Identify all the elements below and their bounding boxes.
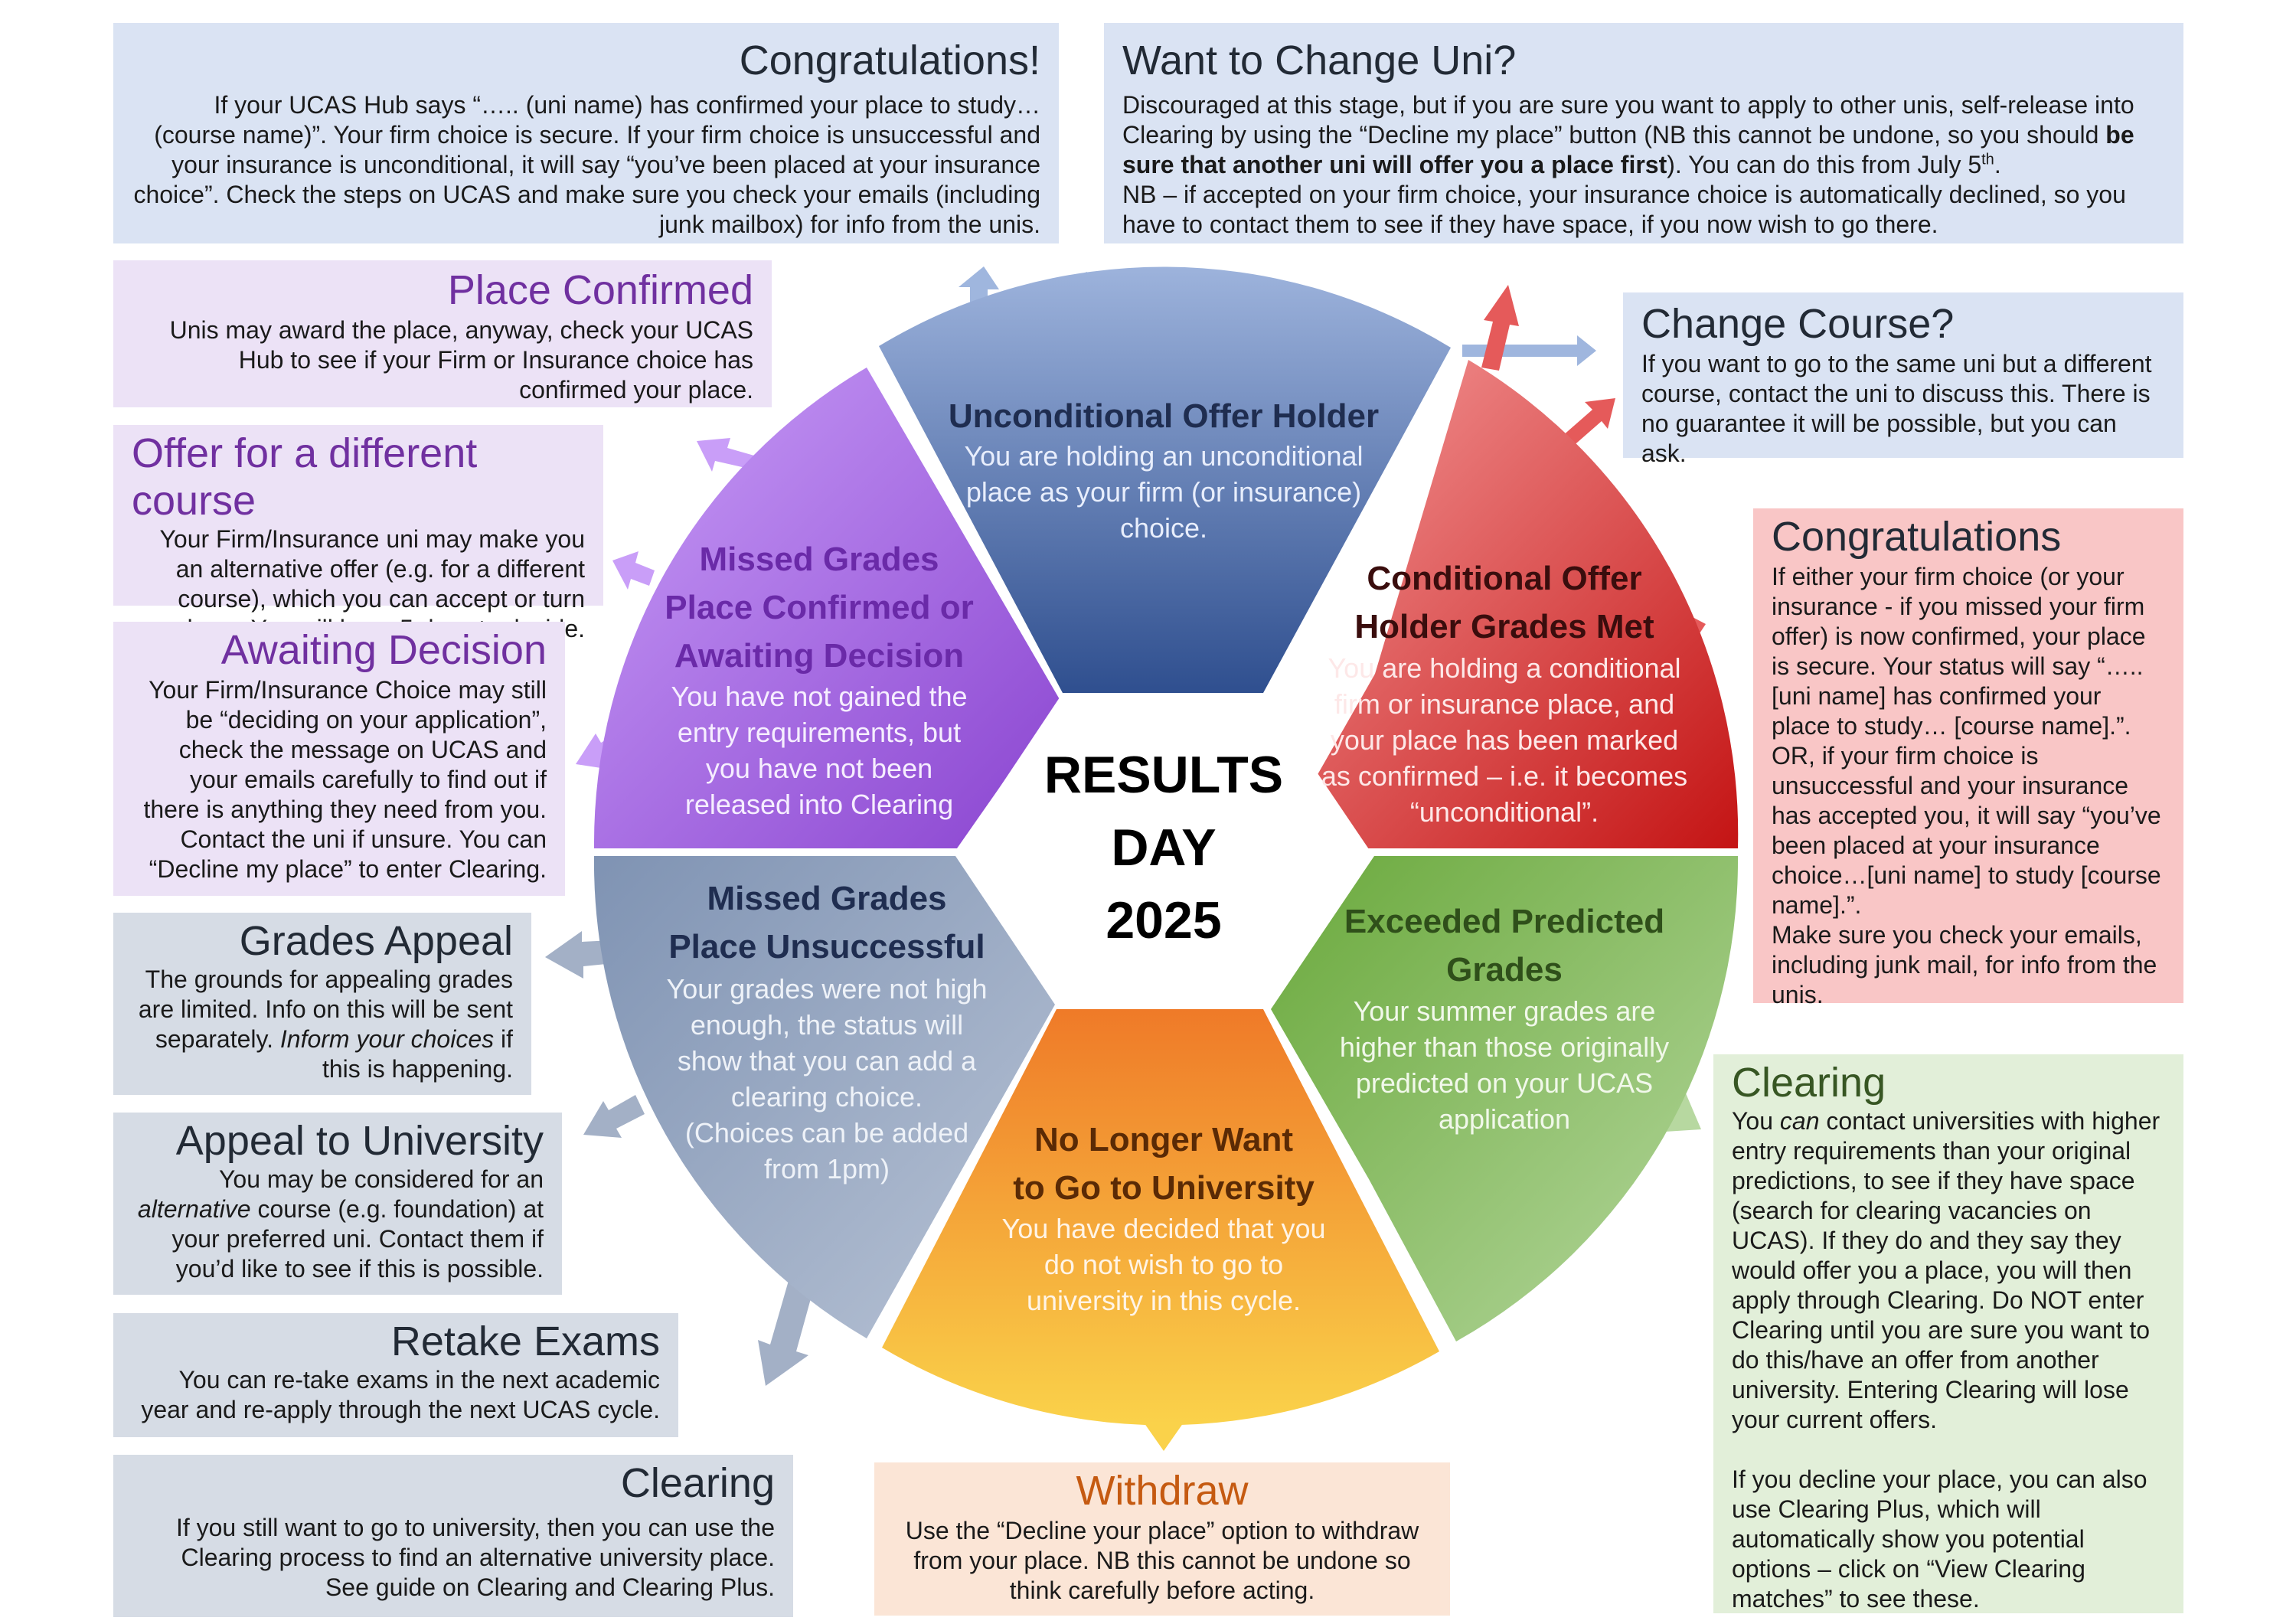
box-title: Clearing: [1732, 1060, 1886, 1106]
segment-text: do not wish to go to: [1044, 1249, 1283, 1280]
segment-unsuccessful: [593, 856, 1055, 1338]
segment-text: You have not gained the: [671, 681, 967, 712]
segment-title: Place Unsuccessful: [668, 928, 985, 966]
segment-text: entry requirements, but: [678, 717, 961, 748]
segment-text: show that you can add a: [678, 1045, 977, 1077]
arrow-icon: [697, 438, 754, 472]
segment-text: you have not been: [706, 753, 932, 784]
segment-text: place as your firm (or insurance): [966, 476, 1361, 508]
change-uni-box: Want to Change Uni? Discouraged at this …: [1104, 23, 2183, 243]
segment-exceeded: [1271, 856, 1739, 1341]
box-text: Your Firm/Insurance Choice may still be …: [143, 676, 547, 883]
appeal-university-box: Appeal to University You may be consider…: [113, 1113, 562, 1295]
clearing-right-box: Clearing You can contact universities wi…: [1713, 1054, 2183, 1613]
segment-text: You are holding an unconditional: [964, 440, 1363, 472]
segment-text: application: [1439, 1103, 1570, 1135]
box-title: Congratulations!: [739, 38, 1040, 83]
box-text: You may be considered for an alternative…: [137, 1165, 544, 1283]
box-title: Congratulations: [1772, 514, 2062, 560]
different-course-box: Offer for a different course Your Firm/I…: [113, 425, 603, 642]
segment-no-longer: [882, 1009, 1439, 1426]
arrow-icon: [959, 266, 999, 302]
box-title: Grades Appeal: [239, 918, 513, 964]
box-text: Discouraged at this stage, but if you ar…: [1122, 91, 2134, 178]
box-text: If either your firm choice (or your insu…: [1772, 563, 2161, 919]
arrow-icon: [1481, 285, 1519, 371]
box-text: Make sure you check your emails, includi…: [1772, 921, 2157, 1008]
segment-title: Exceeded Predicted: [1344, 903, 1664, 940]
segment-text: clearing choice.: [731, 1081, 923, 1113]
arrow-icon: [1562, 398, 1615, 448]
arrow-icon: [583, 1095, 645, 1138]
box-text: NB – if accepted on your firm choice, yo…: [1122, 181, 2126, 238]
arrow-icon: [1462, 335, 1596, 366]
segment-text: Your grades were not high: [667, 973, 988, 1005]
segment-text: “unconditional”.: [1410, 796, 1599, 828]
arrow-icon: [612, 551, 655, 590]
center-hexagon: [957, 693, 1370, 1009]
center-line-1: RESULTS: [1044, 746, 1283, 804]
box-title: Awaiting Decision: [220, 627, 547, 673]
center-title: RESULTS DAY 2025: [1044, 746, 1283, 949]
box-title: Want to Change Uni?: [1122, 38, 1517, 83]
center-line-3: 2025: [1106, 891, 1221, 949]
box-text: The grounds for appealing grades are lim…: [138, 966, 513, 1083]
segment-title: Missed Grades: [707, 880, 946, 917]
segment-text: (Choices can be added: [685, 1117, 968, 1149]
box-text: If your UCAS Hub says “….. (uni name) ha…: [133, 91, 1040, 238]
awaiting-decision-box: Awaiting Decision Your Firm/Insurance Ch…: [113, 622, 565, 896]
box-text: Use the “Decline your place” option to w…: [905, 1517, 1419, 1604]
segment-text: choice.: [1120, 512, 1207, 544]
segment-title: No Longer Want: [1034, 1121, 1293, 1158]
segment-text: as confirmed – i.e. it becomes: [1321, 760, 1687, 792]
box-title: Appeal to University: [175, 1118, 544, 1164]
center-line-2: DAY: [1111, 819, 1216, 877]
clearing-left-box: Clearing If you still want to go to univ…: [113, 1455, 793, 1617]
box-text: If you decline your place, you can also …: [1732, 1466, 2147, 1613]
box-title: Offer for a different course: [132, 430, 478, 524]
segment-title: Missed Grades: [699, 541, 939, 578]
place-confirmed-box: Place Confirmed Unis may award the place…: [113, 260, 772, 407]
segment-title: Unconditional Offer Holder: [949, 397, 1379, 435]
segment-text: predicted on your UCAS: [1356, 1067, 1653, 1099]
segment-text: firm or insurance place, and: [1334, 688, 1674, 720]
segment-text: from 1pm): [764, 1153, 890, 1185]
box-text: If you still want to go to university, t…: [175, 1514, 775, 1601]
box-text: If you want to go to the same uni but a …: [1641, 350, 2152, 467]
box-title: Change Course?: [1641, 301, 1955, 347]
box-text: You can contact universities with higher…: [1732, 1107, 2160, 1433]
segment-text: Your summer grades are: [1354, 995, 1656, 1027]
box-text: You can re-take exams in the next academ…: [141, 1366, 660, 1423]
segment-unconditional: [879, 266, 1451, 693]
segment-title: to Go to University: [1013, 1169, 1315, 1207]
segment-text: You are holding a conditional: [1328, 652, 1680, 684]
segment-text: You have decided that you: [1001, 1213, 1325, 1244]
segment-missed-confirmed: [593, 368, 1060, 848]
segment-title: Place Confirmed or: [665, 589, 973, 626]
segment-text: your place has been marked: [1331, 724, 1678, 756]
congratulations-top-box: Congratulations! If your UCAS Hub says “…: [113, 23, 1059, 243]
box-text: Unis may award the place, anyway, check …: [169, 316, 753, 404]
wheel: [593, 266, 1739, 1426]
box-title: Withdraw: [1076, 1468, 1249, 1514]
segment-text: released into Clearing: [685, 789, 953, 820]
box-title: Retake Exams: [390, 1318, 660, 1364]
segment-text: university in this cycle.: [1027, 1285, 1301, 1316]
segment-text: enough, the status will: [691, 1009, 963, 1041]
change-course-box: Change Course? If you want to go to the …: [1623, 292, 2183, 467]
box-title: Place Confirmed: [447, 267, 753, 313]
grades-appeal-box: Grades Appeal The grounds for appealing …: [113, 913, 531, 1095]
withdraw-box: Withdraw Use the “Decline your place” op…: [874, 1462, 1450, 1616]
segment-title: Grades: [1446, 951, 1563, 988]
segment-title: Awaiting Decision: [674, 637, 964, 675]
segment-title: Holder Grades Met: [1354, 608, 1654, 645]
congratulations-right-box: Congratulations If either your firm choi…: [1753, 508, 2183, 1008]
segment-conditional: [1275, 360, 1739, 848]
retake-exams-box: Retake Exams You can re-take exams in th…: [113, 1313, 678, 1437]
segment-title: Conditional Offer: [1367, 560, 1641, 597]
box-title: Clearing: [620, 1460, 775, 1506]
segment-text: higher than those originally: [1340, 1031, 1669, 1063]
arrow-icon: [545, 931, 614, 979]
